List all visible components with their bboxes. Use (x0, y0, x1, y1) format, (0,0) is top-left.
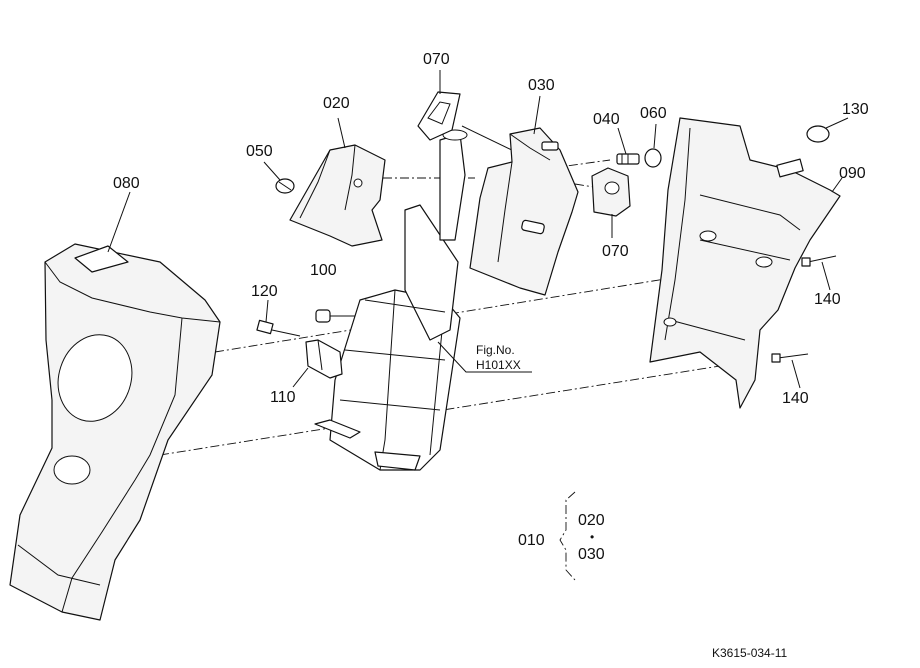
fig-ref-line1: Fig.No. (476, 343, 515, 357)
label-010: 010 (518, 532, 545, 549)
part-060-nut (644, 148, 662, 168)
label-110: 110 (270, 389, 296, 406)
label-070-upper: 070 (423, 51, 450, 68)
label-140-upper: 140 (814, 291, 841, 308)
label-020-group: 020 (578, 512, 605, 529)
label-070-lower: 070 (602, 243, 629, 260)
part-070-lower-boot (591, 167, 631, 217)
label-060: 060 (640, 105, 667, 122)
part-labels: 080 020 050 070 030 040 060 070 130 090 … (113, 51, 869, 660)
group-bullet: • (590, 530, 594, 544)
part-100-frame (314, 129, 468, 471)
label-100: 100 (310, 262, 337, 279)
part-090-right-panel (649, 117, 841, 409)
part-050-grommet (275, 178, 295, 194)
part-140-screws (771, 255, 837, 363)
part-070-upper-boot (417, 91, 521, 155)
label-030-group: 030 (578, 546, 605, 563)
fig-ref-line2: H101XX (476, 358, 521, 372)
part-020-panel (289, 144, 386, 247)
part-130-plug (806, 125, 830, 143)
leader-lines (107, 70, 849, 389)
drawing-code: K3615-034-11 (712, 646, 787, 660)
group-bracket-010 (559, 491, 576, 581)
part-080-lower-cover (9, 243, 221, 621)
label-120: 120 (251, 283, 278, 300)
part-030-panel (469, 127, 579, 296)
label-020: 020 (323, 95, 350, 112)
label-130: 130 (842, 101, 869, 118)
label-080: 080 (113, 175, 140, 192)
label-040: 040 (593, 111, 620, 128)
label-090: 090 (839, 165, 866, 182)
part-110-bracket (305, 339, 343, 379)
label-140-lower: 140 (782, 390, 809, 407)
label-030: 030 (528, 77, 555, 94)
part-040-bolt (616, 153, 640, 165)
part-120-bolts (256, 309, 355, 337)
label-050: 050 (246, 143, 273, 160)
